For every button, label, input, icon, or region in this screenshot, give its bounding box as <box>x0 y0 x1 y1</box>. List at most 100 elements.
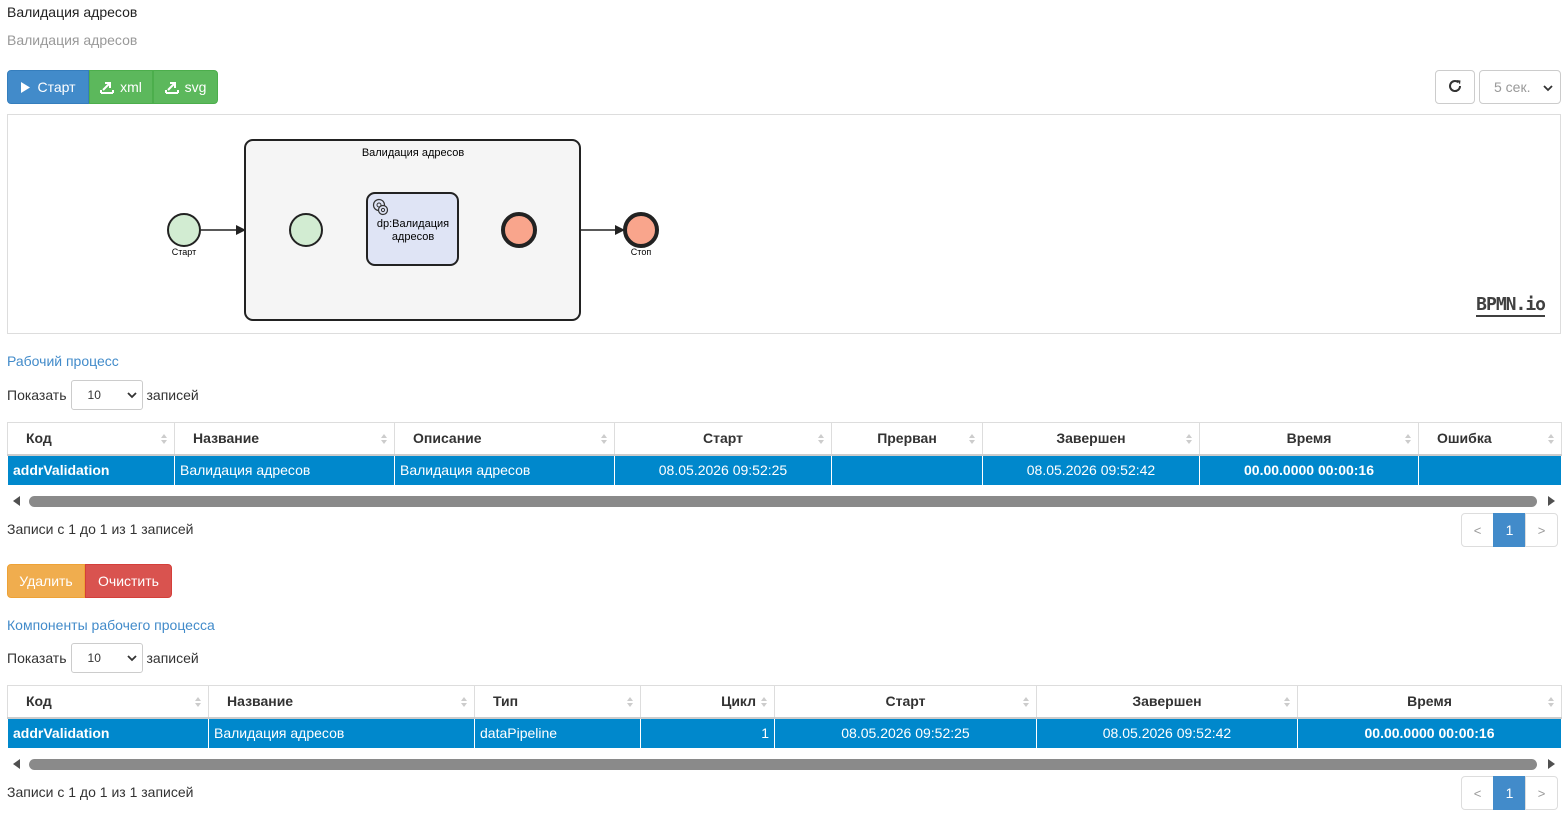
chevron-down-icon <box>126 389 138 404</box>
show-label: Показать <box>7 650 67 666</box>
components-length-control: Показать 10 записей <box>7 643 199 673</box>
export-xml-label: xml <box>120 79 142 95</box>
sort-icon <box>460 695 468 711</box>
refresh-interval-value: 5 сек. <box>1494 79 1531 95</box>
task-label-line2: адресов <box>392 231 435 243</box>
process-actions: Удалить Очистить <box>7 564 172 598</box>
components-page-length-select[interactable]: 10 <box>70 643 143 673</box>
scrollbar-thumb[interactable] <box>29 759 1537 770</box>
process-section-title[interactable]: Рабочий процесс <box>7 353 119 369</box>
scroll-right-icon[interactable] <box>1548 496 1555 506</box>
column-header-description[interactable]: Описание <box>394 422 615 456</box>
column-header-time[interactable]: Время <box>1297 685 1562 719</box>
components-table: Код Название Тип Цикл Старт Завершен Вре… <box>7 685 1562 749</box>
cell-name: Валидация адресов <box>208 717 475 749</box>
start-button-label: Старт <box>37 79 76 95</box>
cell-cycle: 1 <box>640 717 775 749</box>
inner-end-event[interactable] <box>501 212 537 248</box>
subprocess-label: Валидация адресов <box>362 147 465 159</box>
bpmn-diagram-canvas[interactable]: Валидация адресов Старт dp:Валидация адр… <box>7 114 1561 334</box>
sort-icon <box>160 432 168 448</box>
sort-icon <box>626 695 634 711</box>
components-pagination: < 1 > <box>1461 776 1558 810</box>
pagination-prev[interactable]: < <box>1461 513 1494 547</box>
pagination-page[interactable]: 1 <box>1493 776 1526 810</box>
process-pagination: < 1 > <box>1461 513 1558 547</box>
start-event[interactable] <box>167 213 201 247</box>
export-svg-label: svg <box>184 79 207 95</box>
column-header-error[interactable]: Ошибка <box>1418 422 1562 456</box>
chevron-down-icon <box>126 652 138 667</box>
page-title: Валидация адресов <box>7 4 138 20</box>
process-table-scrollbar[interactable] <box>7 493 1561 509</box>
bpmn-io-logo[interactable]: BPMN.io <box>1476 294 1546 317</box>
clear-button[interactable]: Очистить <box>85 564 172 598</box>
cell-error <box>1418 454 1562 486</box>
column-header-type[interactable]: Тип <box>474 685 641 719</box>
start-button[interactable]: Старт <box>7 70 89 104</box>
scroll-left-icon[interactable] <box>13 496 20 506</box>
refresh-interval-select[interactable]: 5 сек. <box>1479 70 1561 104</box>
cell-code: addrValidation <box>7 454 175 486</box>
sort-icon <box>817 432 825 448</box>
sort-icon <box>380 432 388 448</box>
table-row[interactable]: addrValidation Валидация адресов Валидац… <box>7 454 1562 486</box>
column-header-finished[interactable]: Завершен <box>982 422 1200 456</box>
entries-label: записей <box>146 387 199 403</box>
export-xml-button[interactable]: xml <box>89 70 153 104</box>
delete-button[interactable]: Удалить <box>7 564 85 598</box>
pagination-prev[interactable]: < <box>1461 776 1494 810</box>
column-header-time[interactable]: Время <box>1199 422 1419 456</box>
page-length-value: 10 <box>87 651 101 665</box>
sort-icon <box>1547 695 1555 711</box>
export-icon <box>100 81 115 94</box>
export-svg-button[interactable]: svg <box>153 70 218 104</box>
components-table-scrollbar[interactable] <box>7 756 1561 772</box>
sort-icon <box>1404 432 1412 448</box>
service-task[interactable] <box>366 192 459 266</box>
cell-time: 00.00.0000 00:00:16 <box>1199 454 1419 486</box>
table-row[interactable]: addrValidation Валидация адресов dataPip… <box>7 717 1562 749</box>
pagination-page[interactable]: 1 <box>1493 513 1526 547</box>
refresh-button[interactable] <box>1435 70 1475 104</box>
scroll-left-icon[interactable] <box>13 759 20 769</box>
chevron-down-icon <box>1542 81 1554 97</box>
sort-icon <box>968 432 976 448</box>
column-header-cycle[interactable]: Цикл <box>640 685 775 719</box>
inner-start-event[interactable] <box>289 213 323 247</box>
play-icon <box>20 81 31 94</box>
cell-interrupted <box>831 454 983 486</box>
process-table-info: Записи с 1 до 1 из 1 записей <box>7 521 194 537</box>
sort-icon <box>600 432 608 448</box>
column-header-code[interactable]: Код <box>7 685 209 719</box>
cell-start: 08.05.2026 09:52:25 <box>774 717 1037 749</box>
process-page-length-select[interactable]: 10 <box>70 380 143 410</box>
column-header-start[interactable]: Старт <box>614 422 832 456</box>
sort-icon <box>1185 432 1193 448</box>
components-section-title[interactable]: Компоненты рабочего процесса <box>7 617 215 633</box>
end-event-label: Стоп <box>631 247 652 257</box>
start-event-label: Старт <box>172 247 196 257</box>
column-header-name[interactable]: Название <box>208 685 475 719</box>
sort-icon <box>1022 695 1030 711</box>
sort-icon <box>1547 432 1555 448</box>
pagination-next[interactable]: > <box>1525 513 1558 547</box>
gear-icon <box>372 198 389 216</box>
column-header-name[interactable]: Название <box>174 422 395 456</box>
pagination-next[interactable]: > <box>1525 776 1558 810</box>
scrollbar-thumb[interactable] <box>29 496 1537 507</box>
end-event[interactable] <box>623 212 659 248</box>
cell-description: Валидация адресов <box>394 454 615 486</box>
cell-code: addrValidation <box>7 717 209 749</box>
cell-start: 08.05.2026 09:52:25 <box>614 454 832 486</box>
refresh-icon <box>1447 78 1463 97</box>
table-header-row: Код Название Описание Старт Прерван Заве… <box>7 422 1562 456</box>
sort-icon <box>194 695 202 711</box>
column-header-start[interactable]: Старт <box>774 685 1037 719</box>
column-header-code[interactable]: Код <box>7 422 175 456</box>
sort-icon <box>760 695 768 711</box>
scroll-right-icon[interactable] <box>1548 759 1555 769</box>
column-header-finished[interactable]: Завершен <box>1036 685 1298 719</box>
column-header-interrupted[interactable]: Прерван <box>831 422 983 456</box>
export-icon <box>164 81 179 94</box>
